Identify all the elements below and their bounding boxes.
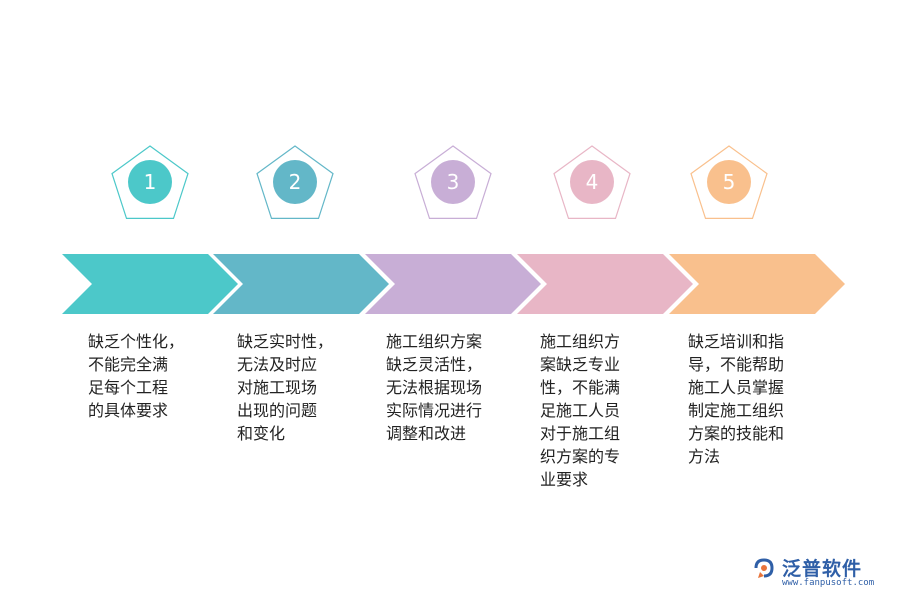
step-number: 3	[447, 170, 460, 194]
step-arrow-2	[213, 254, 389, 314]
step-badge-3: 3	[414, 145, 492, 219]
step-circle	[570, 160, 614, 204]
step-badge-4: 4	[553, 145, 631, 219]
step-number: 5	[723, 170, 736, 194]
step-arrow-3	[365, 254, 541, 314]
pentagon-outline-icon	[256, 145, 334, 219]
step-circle	[431, 160, 475, 204]
step-circle	[273, 160, 317, 204]
step-badge-1: 1	[111, 145, 189, 219]
pentagon-outline-icon	[553, 145, 631, 219]
logo-name: 泛普软件	[782, 558, 863, 580]
step-badge-2: 2	[256, 145, 334, 219]
step-text-2: 缺乏实时性， 无法及时应 对施工现场 出现的问题 和变化	[237, 332, 334, 443]
step-arrow-1	[62, 254, 238, 314]
step-arrow-5	[669, 254, 845, 314]
step-arrow-4	[517, 254, 693, 314]
step-circle	[707, 160, 751, 204]
step-text-1: 缺乏个性化， 不能完全满 足每个工程 的具体要求	[88, 332, 185, 420]
logo-mark-icon	[754, 558, 774, 578]
step-badge-5: 5	[690, 145, 768, 219]
step-text-4: 施工组织方 案缺乏专业 性，不能满 足施工人员 对于施工组 织方案的专 业要求	[540, 332, 621, 489]
step-text-3: 施工组织方案 缺乏灵活性， 无法根据现场 实际情况进行 调整和改进	[386, 332, 483, 443]
step-number: 4	[586, 170, 599, 194]
step-number: 2	[289, 170, 302, 194]
pentagon-outline-icon	[690, 145, 768, 219]
logo-url: www.fanpusoft.com	[782, 578, 875, 588]
step-circle	[128, 160, 172, 204]
pentagon-outline-icon	[111, 145, 189, 219]
step-number: 1	[144, 170, 157, 194]
company-logo: 泛普软件 www.fanpusoft.com	[748, 552, 888, 592]
step-text-5: 缺乏培训和指 导，不能帮助 施工人员掌握 制定施工组织 方案的技能和 方法	[688, 332, 785, 466]
pentagon-outline-icon	[414, 145, 492, 219]
